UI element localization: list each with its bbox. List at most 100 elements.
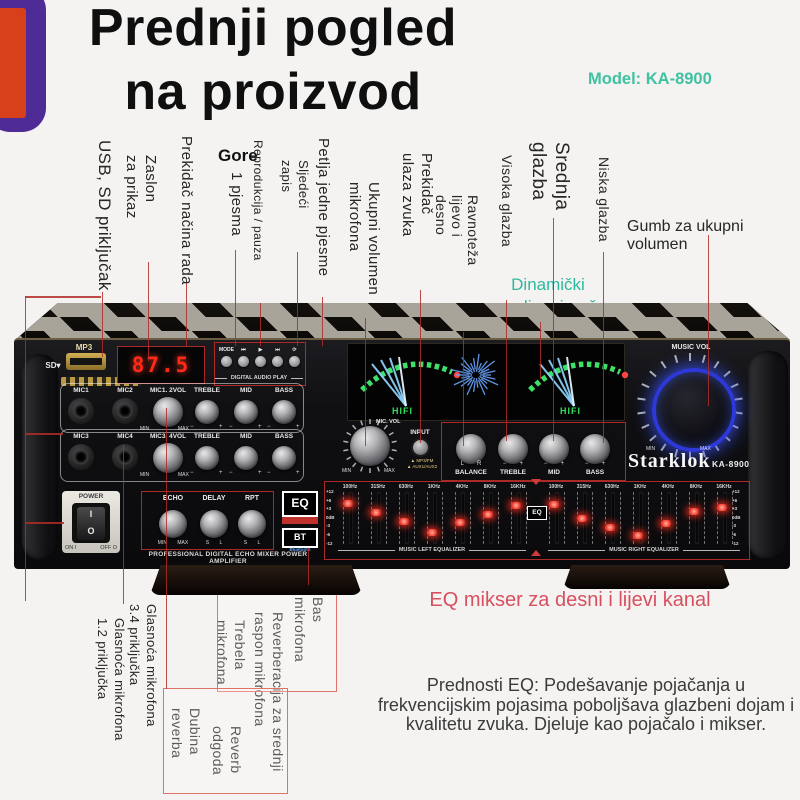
mic-jack <box>112 398 138 424</box>
leader-line <box>539 322 542 379</box>
brand-name: Starklok <box>628 450 711 472</box>
knob-plus-mark: + <box>296 470 300 476</box>
knob-plus-mark: + <box>296 424 300 430</box>
playback-button-label: ⏭ <box>275 347 280 353</box>
mic-jack-hole <box>119 405 131 417</box>
power-switch-o: O <box>87 526 95 536</box>
playback-button <box>272 356 283 367</box>
mic12-knob-label: MID <box>240 387 252 394</box>
power-switch: I O <box>72 503 110 543</box>
mic-vol-min: MIN <box>342 468 352 474</box>
eq-slider-slot <box>377 492 381 544</box>
power-on-label: ON I <box>65 545 77 551</box>
eq-slider-slot <box>667 492 671 544</box>
echo-knob-submarks: S L <box>243 540 261 546</box>
balance-group-knob <box>580 434 610 464</box>
eq-left-thumb <box>370 509 382 517</box>
leader-line <box>234 250 237 346</box>
balance-knob-marks: − + <box>584 461 606 467</box>
callout-glasnoca-34: Glasnoća mikrofona 3.4 priključka <box>127 604 159 727</box>
eq-slider-track <box>660 492 677 544</box>
mic-knob <box>153 397 183 427</box>
knob-plus-mark: + <box>219 424 223 430</box>
vu-meter-right: HIFI <box>528 356 629 416</box>
eq-left-caption: MUSIC LEFT EQUALIZER <box>398 547 466 553</box>
eq-up-triangle <box>531 550 541 556</box>
usb-port <box>66 353 106 370</box>
amp-left-handle <box>22 354 58 560</box>
eq-left-thumb <box>426 528 438 536</box>
echo-knob <box>200 510 228 538</box>
input-button <box>413 440 428 455</box>
eq-scale-label: +12 <box>732 489 740 494</box>
playback-button <box>289 356 300 367</box>
eq-slider-slot <box>723 492 727 544</box>
eq-slider-track <box>482 492 499 544</box>
eq-scale-label: +3 <box>326 506 332 512</box>
eq-logo-badge: EQ <box>282 491 318 517</box>
knob-minus-mark: − <box>190 424 194 430</box>
mic34-min: MIN <box>140 472 150 478</box>
leader-line <box>364 318 367 446</box>
eq-freq-label: 1KHz <box>427 484 441 490</box>
eq-mixer-note: EQ mikser za desni i lijevi kanal <box>429 589 711 611</box>
callout-sljedeci: Sljedeći zapis <box>279 160 311 209</box>
playback-button <box>238 356 249 367</box>
music-vol-min: MIN <box>646 446 656 452</box>
eq-badge-red-strip <box>282 517 318 524</box>
mic12-knob-label: TREBLE <box>194 387 220 394</box>
playback-button-label: ⟳ <box>292 347 297 353</box>
music-vol-tick-ring <box>637 353 743 459</box>
eq-down-triangle <box>531 479 541 485</box>
digital-audio-play-box: MODE⏮▶⏭⟳ DIGITAL AUDIO PLAY <box>214 342 306 386</box>
balance-knob-label: MID <box>548 469 560 476</box>
eq-scale-label: -3 <box>326 523 331 529</box>
knob-plus-mark: + <box>258 424 262 430</box>
callout-prekidac-nacina: Prekidač načina rada <box>178 136 195 285</box>
eq-scale-label: +6 <box>732 497 738 503</box>
playback-button-label: MODE <box>219 347 234 353</box>
eq-right-thumb <box>632 532 644 540</box>
eq-left-caption-bar: MUSIC LEFT EQUALIZER <box>338 547 526 553</box>
eq-right-thumb <box>576 515 588 523</box>
eq-right-thumb <box>604 523 616 531</box>
brand-model: KA-8900 <box>712 459 750 469</box>
callout-trebela: Trebela mikrofona <box>214 620 248 686</box>
leader-line <box>25 296 101 298</box>
eq-freq-label: 16KHz <box>510 484 526 490</box>
mic34-jack-label: MIC4 <box>117 433 133 440</box>
eq-slider-track <box>632 492 649 544</box>
callout-reverb-odgoda: Reverb odgoda <box>210 726 244 776</box>
leader-line <box>165 408 168 689</box>
mic-knob <box>234 400 258 424</box>
eq-freq-label: 100Hz <box>548 484 564 490</box>
bluetooth-label: Bluetooth <box>289 547 311 552</box>
music-vol-max: MAX <box>700 446 711 452</box>
eq-scale-label: -12 <box>732 540 739 546</box>
mic34-jack-label: MIC3 <box>73 433 89 440</box>
eq-freq-label: 4KHz <box>455 484 469 490</box>
power-panel: POWER I O ON I OFF O <box>62 491 120 553</box>
eq-slider-track <box>716 492 733 544</box>
balance-knob-marks: − + <box>543 461 565 467</box>
mic-jack-hole <box>75 451 87 463</box>
leader-line <box>122 445 125 604</box>
page-title-line1: Prednji pogled <box>88 0 458 57</box>
callout-petlja: Petlja jedne pjesme <box>315 138 332 277</box>
eq-freq-label: 315Hz <box>370 484 386 490</box>
vu-starburst-decoration <box>451 353 499 396</box>
eq-slider-slot <box>555 492 559 544</box>
eq-slider-track <box>426 492 443 544</box>
eq-scale-label: -12 <box>326 540 333 546</box>
eq-slider-slot <box>695 492 699 544</box>
eq-right-thumb <box>688 508 700 516</box>
power-switch-i: I <box>89 509 93 519</box>
eq-slider-track <box>576 492 593 544</box>
eq-scale-label: -6 <box>326 532 331 537</box>
mic-knob <box>272 400 296 424</box>
eq-left-thumb <box>454 519 466 527</box>
